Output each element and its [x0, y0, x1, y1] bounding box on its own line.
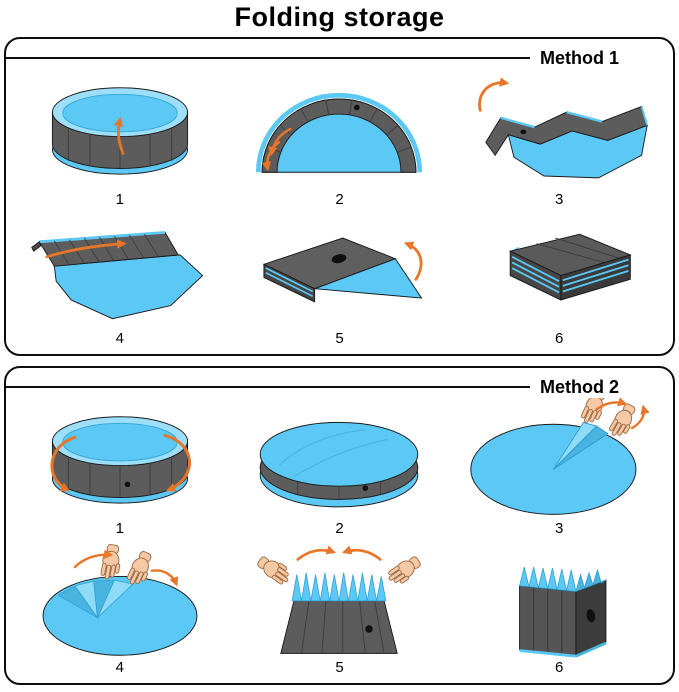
- step: 5: [230, 537, 450, 676]
- drain-hole: [332, 254, 347, 264]
- pull-up-arrow-icon: [631, 404, 650, 430]
- method-2-label: Method 2: [540, 376, 619, 397]
- method-2-divider-line: [6, 386, 530, 388]
- method-2-steps-grid: 1 2: [6, 398, 673, 676]
- pool-folded-in-half-arch-illustration: [256, 92, 423, 173]
- hand-icon: [385, 553, 425, 589]
- step-number: 1: [115, 520, 124, 537]
- step: 2: [230, 398, 450, 537]
- fold-up-arrow-icon: [113, 116, 125, 155]
- method-1-label: Method 1: [540, 47, 619, 68]
- step-number: 4: [115, 330, 124, 347]
- pull-up-arrow-icon: [595, 398, 628, 411]
- step: 6: [449, 208, 669, 347]
- fold-direction-arrow-icon: [268, 127, 292, 157]
- drain-hole: [365, 625, 374, 633]
- step: 3: [449, 398, 669, 537]
- fold-down-arrow-icon: [163, 434, 191, 492]
- step-number: 4: [115, 659, 124, 676]
- step-number: 5: [335, 659, 344, 676]
- step-number: 6: [554, 330, 564, 347]
- fold-over-arrow-icon: [404, 241, 423, 281]
- hand-icon: [606, 401, 641, 441]
- hands-accordion-folding-illustration: [255, 545, 425, 654]
- press-inward-arrow-icon: [296, 545, 337, 561]
- drain-hole: [362, 485, 369, 491]
- step-number: 6: [554, 659, 564, 676]
- fold-down-arrow-icon: [50, 435, 77, 492]
- drain-hole: [124, 481, 131, 488]
- step: 4: [10, 208, 230, 347]
- drain-hole: [586, 609, 596, 623]
- hands-fan-folding-illustration: [42, 543, 198, 656]
- method-1-steps-grid: 1 2: [6, 69, 673, 347]
- method-1-panel: Method 1: [4, 37, 675, 356]
- open-pool-fold-up-arrow-illustration: [51, 87, 188, 175]
- step: 1: [10, 69, 230, 208]
- arch-folded-again-illustration: [478, 77, 649, 179]
- step-number: 2: [335, 520, 344, 537]
- accordion-folded-bundle-illustration: [519, 566, 607, 658]
- step-number: 3: [554, 191, 564, 208]
- method-1-divider-line: [6, 57, 530, 59]
- method-2-panel: Method 2: [4, 366, 675, 685]
- step-number: 3: [554, 520, 564, 537]
- step: 4: [10, 537, 230, 676]
- flattened-round-disc-illustration: [260, 421, 419, 508]
- folded-strip-roll-arrow-illustration: [31, 230, 204, 320]
- fan-fold-arrow-icon: [73, 549, 114, 569]
- step-number: 1: [115, 191, 124, 208]
- step: 6: [449, 537, 669, 676]
- step: 3: [449, 69, 669, 208]
- drain-hole: [520, 129, 527, 135]
- hand-icon: [255, 551, 295, 588]
- roll-direction-arrow-icon: [45, 239, 127, 259]
- method-2-header: Method 2: [6, 376, 673, 398]
- press-inward-arrow-icon: [342, 545, 383, 561]
- hand-icon: [99, 543, 124, 582]
- fan-fold-arrow-icon: [150, 569, 179, 587]
- open-pool-fold-walls-down-illustration: [50, 416, 191, 504]
- page-title: Folding storage: [234, 2, 445, 32]
- drain-hole: [354, 104, 361, 111]
- fold-over-arrow-icon: [478, 77, 510, 112]
- method-1-header: Method 1: [6, 47, 673, 69]
- step-number: 5: [335, 330, 344, 347]
- step: 2: [230, 69, 450, 208]
- flat-wedge-last-fold-illustration: [263, 237, 424, 303]
- step: 1: [10, 398, 230, 537]
- step-number: 2: [335, 191, 344, 208]
- hands-pinching-pleat-illustration: [470, 398, 650, 515]
- step: 5: [230, 208, 450, 347]
- compact-folded-packet-illustration: [508, 233, 632, 301]
